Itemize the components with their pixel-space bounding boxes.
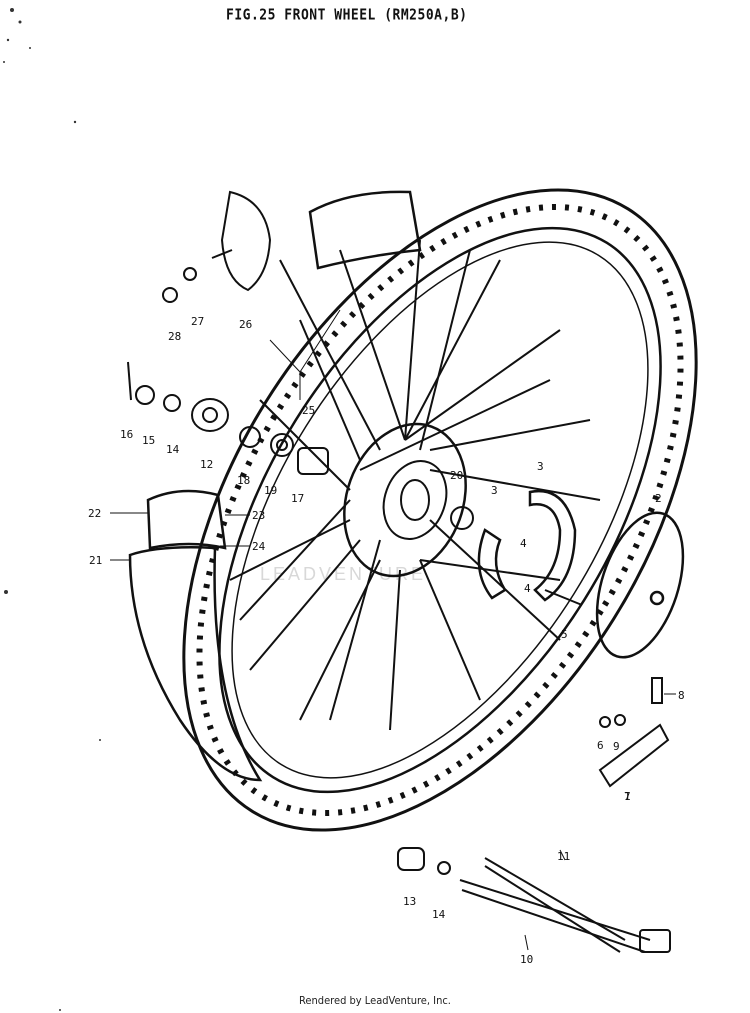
callout-24: 24 [252,540,266,553]
callout-18: 18 [237,474,250,487]
callout-14a: 14 [166,443,180,456]
callout-27: 27 [191,315,204,328]
callout-14b: 14 [432,908,446,921]
front-wheel-assembly [182,188,698,832]
brake-shoes [477,489,577,602]
callout-2: 2 [655,492,662,505]
callout-3a: 3 [537,460,544,473]
scan-noise [3,8,101,1011]
axle-and-torque-link [397,589,671,953]
callout-3b: 3 [491,484,498,497]
callout-28: 28 [168,330,181,343]
callout-6: 6 [597,739,604,752]
callout-23: 23 [252,509,265,522]
callout-7: 7 [624,790,631,803]
callout-19: 19 [264,484,277,497]
callout-13: 13 [403,895,416,908]
callout-21: 21 [89,554,102,567]
watermark: LEADVENTURE [260,564,426,584]
tire-and-tube-section [128,190,422,782]
footer-credit: Rendered by LeadVenture, Inc. [299,994,451,1007]
callout-5: 5 [561,628,568,641]
callout-11: 11 [557,850,570,863]
callout-15: 15 [142,434,155,447]
callout-17: 17 [291,492,304,505]
callout-20: 20 [450,469,463,482]
brake-panel [595,511,685,659]
callout-10: 10 [520,953,533,966]
callout-9: 9 [613,740,620,753]
callout-1: 1 [624,790,631,803]
speedometer-gear-box [162,190,272,303]
figure-title: FIG.25 FRONT WHEEL (RM250A,B) [226,6,468,25]
callout-labels: 1 2 3 3 4 4 5 6 7 8 9 10 11 12 13 14 14 … [88,315,685,966]
leader-lines [110,309,676,951]
callout-8: 8 [678,689,685,702]
callout-22: 22 [88,507,101,520]
callout-12: 12 [200,458,213,471]
axle-spacers-and-bearings [127,361,474,530]
callout-4b: 4 [524,582,531,595]
callout-4a: 4 [520,537,527,550]
callout-25: 25 [302,404,315,417]
callout-16: 16 [120,428,133,441]
callout-26: 26 [239,318,252,331]
